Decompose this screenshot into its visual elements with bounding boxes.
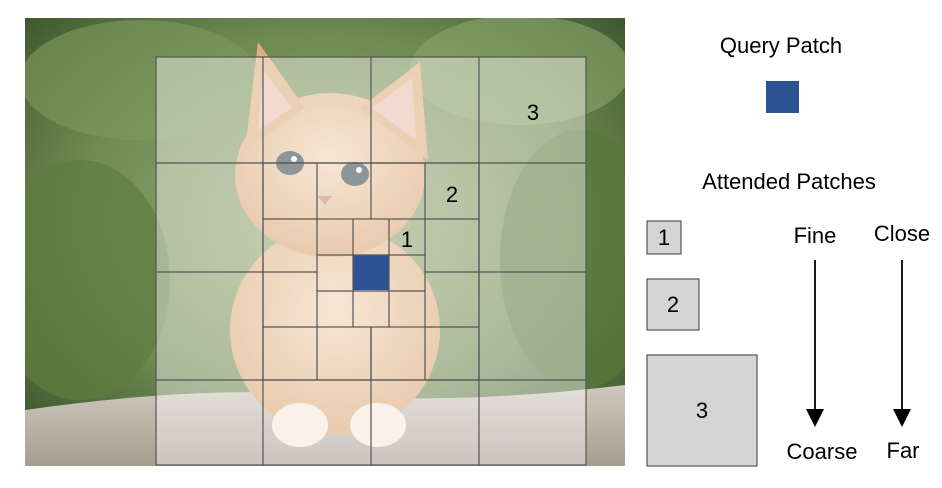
attention-grid <box>155 56 587 466</box>
fine-label: Fine <box>794 223 837 248</box>
attended-swatch-1-label: 1 <box>658 225 670 250</box>
coarse-label: Coarse <box>787 439 858 464</box>
attended-swatch-3-label: 3 <box>696 398 708 423</box>
query-patch <box>353 255 389 290</box>
grid-label-1: 1 <box>401 227 413 252</box>
close-label: Close <box>874 221 930 246</box>
query-patch-swatch <box>766 81 799 113</box>
attended-patches-title: Attended Patches <box>702 169 876 194</box>
grid-label-3: 3 <box>527 100 539 125</box>
attended-swatch-3 <box>646 354 758 467</box>
attended-swatch-2 <box>646 278 700 331</box>
query-patch-title: Query Patch <box>720 33 842 58</box>
attended-swatch-1 <box>646 220 682 255</box>
kitten-photo <box>25 18 625 466</box>
far-label: Far <box>887 438 920 463</box>
attended-swatch-2-label: 2 <box>667 292 679 317</box>
grid-label-2: 2 <box>446 182 458 207</box>
